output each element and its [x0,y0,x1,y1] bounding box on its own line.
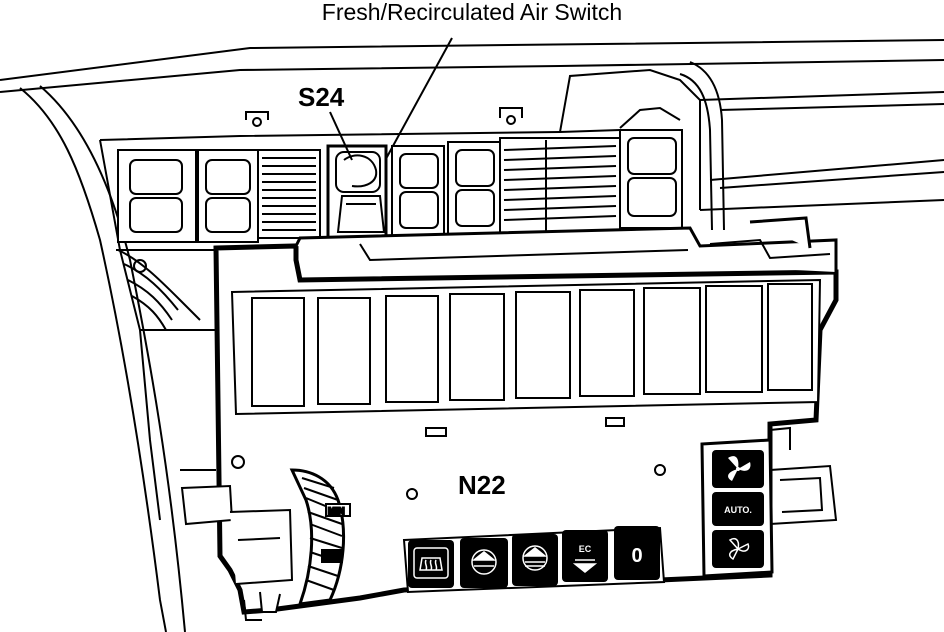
off-label: 0 [631,545,642,567]
temperature-dial [289,468,351,606]
speaker-grille [117,249,201,331]
rear-defrost-button [408,540,454,588]
s24-label: S24 [298,82,345,112]
n22-module: MIN 18 [180,216,839,621]
button-row: EC 0 [402,526,666,594]
switch-row [117,129,683,243]
airflow-up-button [460,538,508,588]
economy-label: EC [579,544,592,554]
fan-low-icon [728,537,750,561]
dial-min-label: MIN [328,506,345,516]
airflow-up-icon [471,549,497,575]
fan-icon [728,456,751,481]
n22-label: N22 [458,470,506,500]
off-button [614,526,660,580]
diagram-caption: Fresh/Recirculated Air Switch [322,0,622,25]
airflow-down-icon [572,559,598,573]
auto-button [712,492,764,526]
economy-button [562,530,608,582]
fan-button-column: AUTO. [700,438,774,578]
louvre-slots [251,283,813,407]
rear-defrost-icon [419,557,443,571]
s24-leader-line [329,111,353,161]
s24-switch [326,144,388,240]
airflow-mid-button [512,534,558,586]
dial-value-label: 18 [326,553,335,562]
airflow-mid-icon [522,545,548,571]
auto-label: AUTO. [724,505,752,515]
fan-low-button [712,530,764,568]
fan-high-button [712,450,764,488]
